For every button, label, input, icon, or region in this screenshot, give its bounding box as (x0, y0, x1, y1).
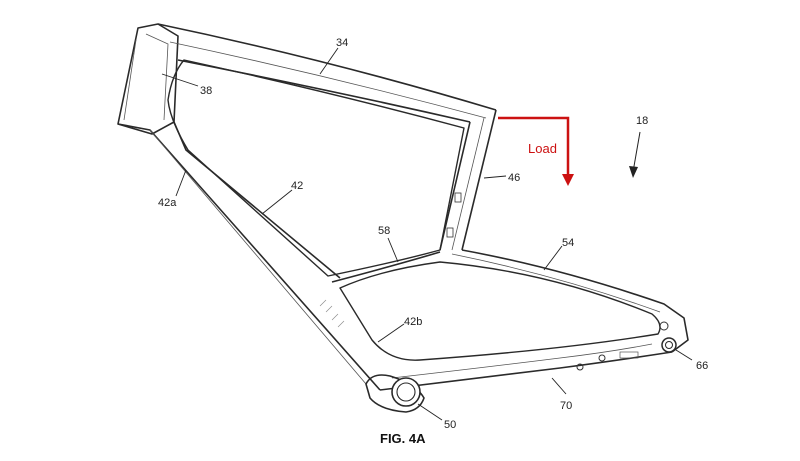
top-tube (157, 23, 497, 123)
ref-label-42a: 42a (158, 197, 177, 209)
ref-label-42b: 42b (404, 316, 422, 328)
ref-label-70: 70 (560, 400, 572, 412)
ref-label-66: 66 (696, 360, 708, 372)
ref-label-42: 42 (291, 180, 303, 192)
ref-label-58: 58 (378, 225, 390, 237)
ref-label-18: 18 (636, 115, 648, 127)
front-triangle-opening (167, 59, 465, 277)
down-tube (117, 121, 381, 391)
seat-tube (439, 109, 497, 251)
load-label: Load (528, 141, 557, 156)
rear-upper-stays (331, 249, 689, 353)
leader-lines (161, 47, 693, 421)
chain-stay (379, 321, 673, 391)
ref-label-34: 34 (336, 37, 348, 49)
ref-label-46: 46 (508, 172, 520, 184)
head-tube (117, 23, 179, 135)
bottom-bracket (365, 374, 425, 413)
rear-dropout (661, 337, 677, 353)
reference-arrow-18 (629, 131, 641, 178)
ref-label-54: 54 (562, 237, 574, 249)
ref-label-50: 50 (444, 419, 456, 431)
load-arrow (498, 116, 574, 186)
rear-triangle-opening (339, 261, 661, 361)
figure-caption: FIG. 4A (380, 431, 426, 446)
ref-label-38: 38 (200, 85, 212, 97)
